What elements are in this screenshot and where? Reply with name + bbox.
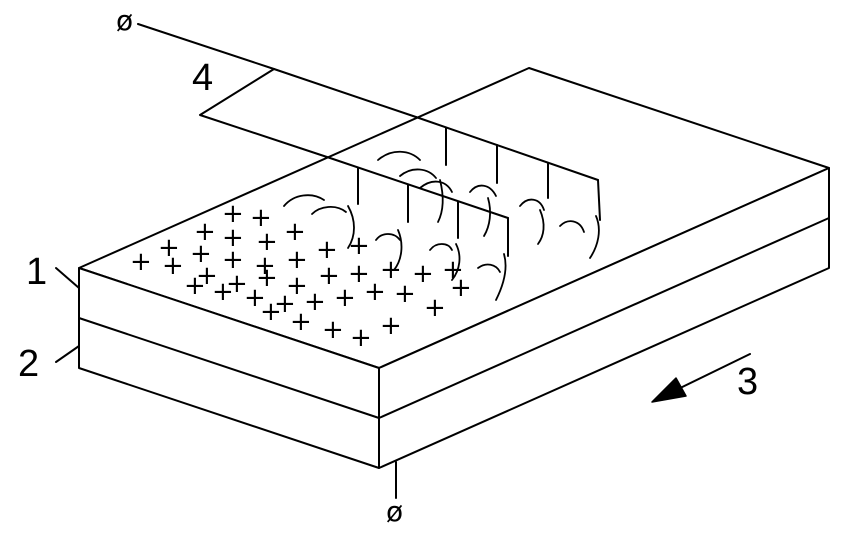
layer-divider <box>78 217 830 419</box>
charge-plus: + <box>424 293 446 323</box>
label-2: 2 <box>18 343 39 385</box>
charge-plus: + <box>412 259 434 289</box>
charge-plus: + <box>260 297 282 327</box>
leader-1 <box>55 267 80 289</box>
electrode-lead-upper <box>273 68 417 118</box>
charge-plus: + <box>184 271 206 301</box>
charge-plus: + <box>284 217 306 247</box>
charge-plus: + <box>244 283 266 313</box>
label-1: 1 <box>26 251 47 293</box>
leader-lines <box>55 267 80 363</box>
charge-field: +++++++++++++++++++++++++++++++++++++++ <box>130 199 472 353</box>
bottom-ground-symbol: ø <box>386 495 403 528</box>
electrode-right-tooth <box>597 179 601 221</box>
slab <box>78 67 830 469</box>
charge-plus: + <box>348 259 370 289</box>
electrode: ø <box>116 4 601 257</box>
top-ground-symbol: ø <box>116 4 133 37</box>
charge-plus: + <box>304 287 326 317</box>
charge-plus: + <box>256 227 278 257</box>
charge-plus: + <box>380 255 402 285</box>
charge-plus: + <box>196 261 218 291</box>
electrode-teeth-upper <box>445 127 549 199</box>
charge-plus: + <box>250 203 272 233</box>
charge-plus: + <box>130 247 152 277</box>
charge-plus: + <box>190 239 212 269</box>
charge-plus: + <box>194 217 216 247</box>
charge-plus: + <box>316 235 338 265</box>
charge-plus: + <box>286 245 308 275</box>
charge-plus: + <box>380 311 402 341</box>
charge-plus: + <box>226 269 248 299</box>
charge-plus: + <box>286 271 308 301</box>
charge-plus: + <box>318 261 340 291</box>
charge-plus: + <box>290 307 312 337</box>
charge-plus: + <box>350 323 372 353</box>
electrode-lead-visible <box>137 23 275 70</box>
direction-arrow <box>651 353 751 403</box>
discharge-marks <box>283 150 600 301</box>
charge-plus: + <box>162 251 184 281</box>
charge-plus: + <box>212 277 234 307</box>
charge-plus: + <box>442 255 464 285</box>
charge-plus: + <box>222 223 244 253</box>
charge-plus: + <box>348 231 370 261</box>
label-3: 3 <box>737 361 758 403</box>
charge-plus: + <box>222 199 244 229</box>
charge-plus: + <box>364 277 386 307</box>
charge-plus: + <box>256 263 278 293</box>
charge-plus: + <box>222 245 244 275</box>
bottom-terminal: ø <box>386 461 403 528</box>
charge-plus: + <box>450 273 472 303</box>
charge-plus: + <box>334 283 356 313</box>
leader-2 <box>55 345 80 363</box>
charge-plus: + <box>254 251 276 281</box>
charge-plus: + <box>394 279 416 309</box>
electrode-teeth-front <box>357 167 459 239</box>
label-4: 4 <box>192 57 213 99</box>
charge-plus: + <box>158 233 180 263</box>
electrode-front-edge <box>329 157 509 219</box>
electrode-arm <box>199 68 331 159</box>
charge-plus: + <box>274 289 296 319</box>
charge-plus: + <box>322 315 344 345</box>
